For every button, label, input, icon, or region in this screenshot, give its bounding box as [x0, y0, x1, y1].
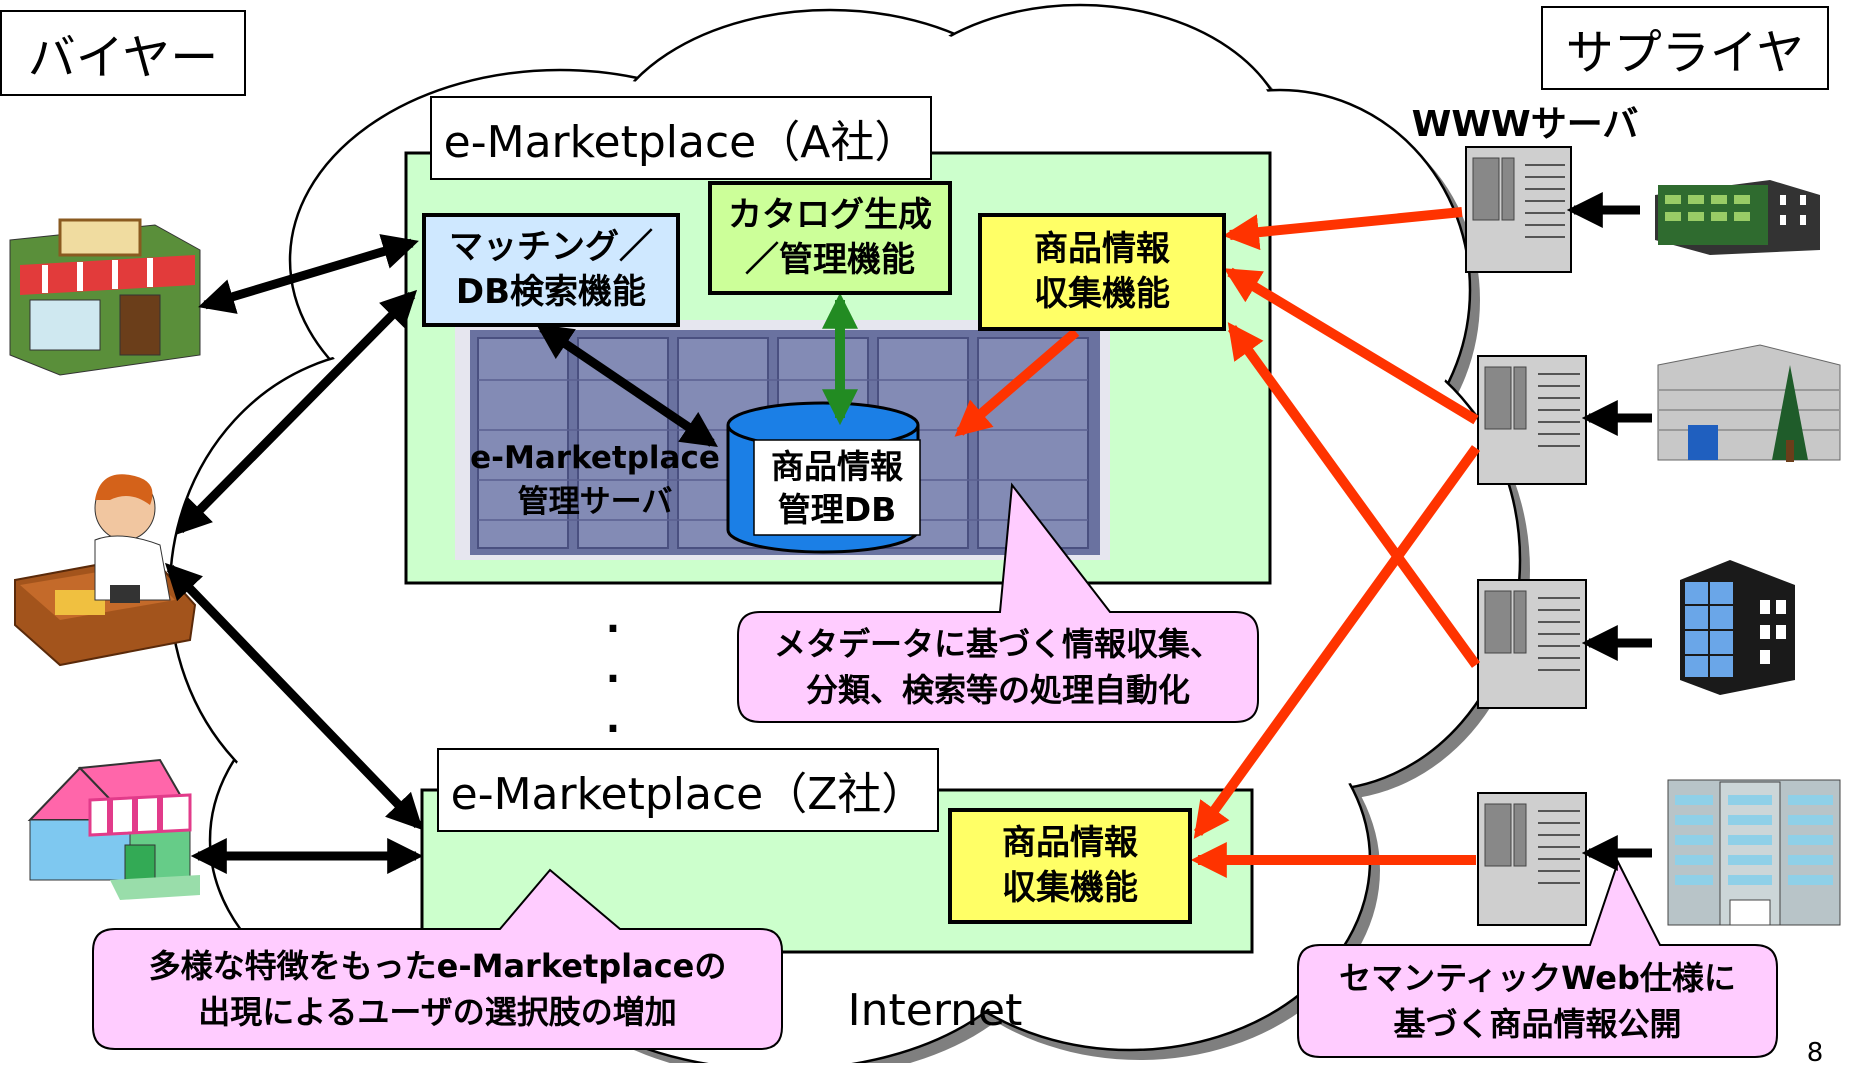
www-server-label: WWWサーバ: [1411, 104, 1639, 145]
ellipsis-dot: .: [605, 647, 621, 691]
callout-diverse-line-2: 出現によるユーザの選択肢の増加: [198, 993, 677, 1031]
operator-at-desk-icon: [14, 474, 197, 667]
marketplace-z-title: e-Marketplace（Z社）: [437, 748, 939, 832]
red-arrows: [954, 207, 1481, 878]
callout-semantic-bubble: [1297, 859, 1778, 1058]
callout-diverse-text: 多様な特徴をもったe-Marketplaceの 出現によるユーザの選択肢の増加: [93, 929, 782, 1049]
ellipsis-dot: .: [605, 597, 621, 641]
shop-icon: [9, 218, 201, 376]
matching-line-2: DB検索機能: [455, 272, 647, 312]
catalog-line-1: カタログ生成: [728, 195, 932, 235]
internet-label: Internet: [847, 984, 1023, 1036]
black-arrows: [165, 192, 1652, 874]
building-icon: [1655, 180, 1841, 926]
db-line-1: 商品情報: [771, 446, 903, 486]
matching-line-1: マッチング／: [449, 227, 653, 267]
callout-semantic-line-2: 基づく商品情報公開: [1393, 1005, 1682, 1043]
ellipsis-dot: .: [605, 697, 621, 741]
callout-metadata-text: メタデータに基づく情報収集、 分類、検索等の処理自動化: [738, 612, 1258, 722]
callout-diverse-line-1: 多様な特徴をもったe-Marketplaceの: [148, 947, 727, 985]
marketplace-a-title: e-Marketplace（A社）: [430, 96, 932, 180]
house-store-icon: [27, 758, 200, 900]
matching-function-box: マッチング／ DB検索機能: [422, 213, 680, 327]
callout-semantic-line-1: セマンティックWeb仕様に: [1339, 959, 1736, 997]
server-label: e-Marketplace 管理サーバ: [470, 430, 720, 530]
callout-metadata-bubble: [737, 482, 1259, 723]
database-icon: [726, 401, 921, 554]
callout-metadata-line-2: 分類、検索等の処理自動化: [805, 671, 1190, 709]
db-label: 商品情報 管理DB: [754, 440, 920, 535]
collect-function-box-z: 商品情報 収集機能: [948, 808, 1192, 924]
catalog-function-box: カタログ生成 ／管理機能: [708, 181, 952, 295]
supplier-label: サプライヤ: [1541, 6, 1829, 90]
collect-a-line-1: 商品情報: [1034, 229, 1170, 269]
db-line-2: 管理DB: [777, 489, 897, 529]
server-icon: [1465, 146, 1587, 926]
server-line-1: e-Marketplace: [470, 440, 720, 476]
callout-metadata-line-1: メタデータに基づく情報収集、: [773, 625, 1222, 663]
collect-a-line-2: 収集機能: [1034, 274, 1170, 314]
catalog-line-2: ／管理機能: [745, 240, 915, 280]
callout-diverse-bubble: [92, 868, 783, 1050]
callout-semantic-text: セマンティックWeb仕様に 基づく商品情報公開: [1298, 945, 1777, 1057]
collect-z-line-1: 商品情報: [1002, 823, 1138, 863]
collect-function-box-a: 商品情報 収集機能: [978, 213, 1226, 331]
buyer-label: バイヤー: [0, 10, 246, 96]
collect-z-line-2: 収集機能: [1002, 868, 1138, 908]
server-line-2: 管理サーバ: [517, 484, 673, 520]
page-number: 8: [1806, 1038, 1824, 1068]
